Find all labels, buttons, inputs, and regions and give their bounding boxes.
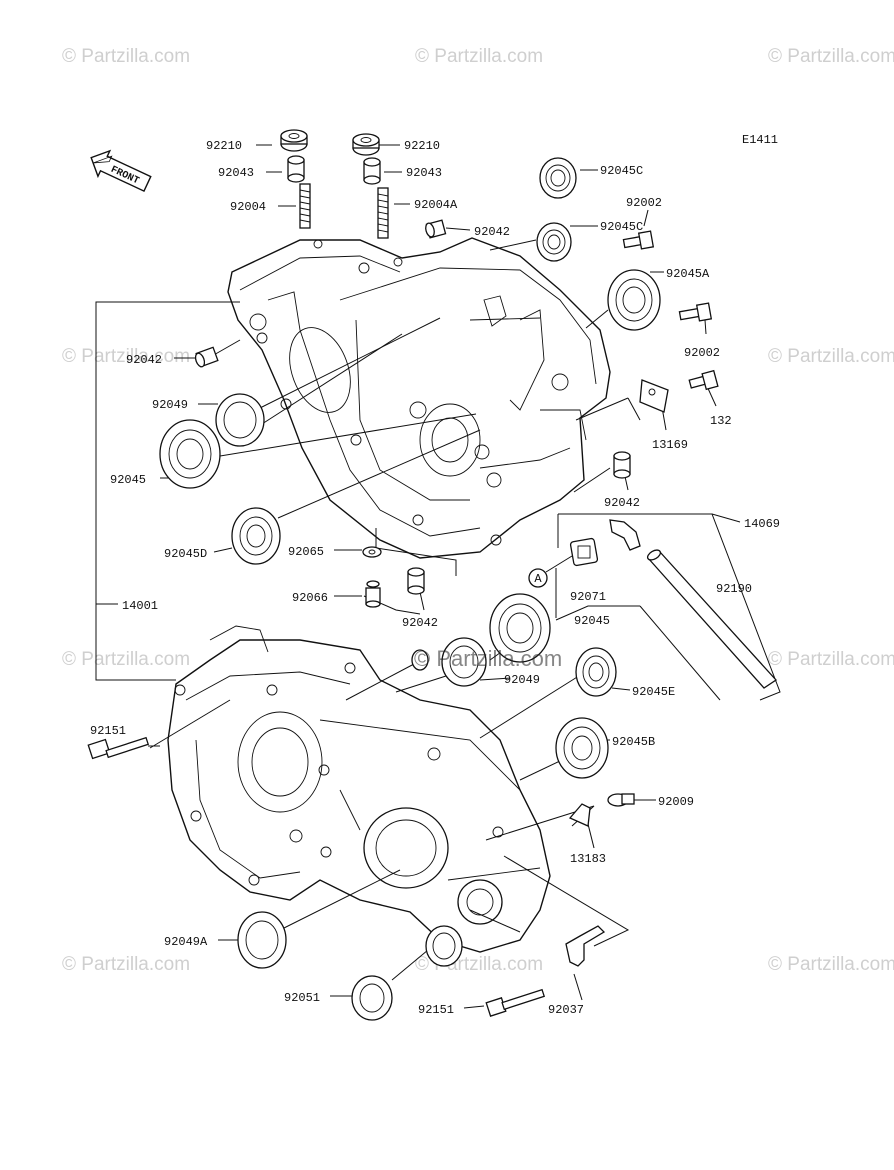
oil-seal-92049-mid <box>411 637 487 687</box>
dowel-92042-mid <box>407 567 425 595</box>
label-14069: 14069 <box>744 517 780 531</box>
label-92045-left: 92045 <box>110 473 146 487</box>
label-92045C-lower: 92045C <box>600 220 643 234</box>
watermark-4: © Partzilla.com <box>62 346 190 367</box>
label-13169: 13169 <box>652 438 688 452</box>
plug-92066 <box>365 580 381 608</box>
label-92071: 92071 <box>570 590 606 604</box>
label-92045B: 92045B <box>612 735 655 749</box>
watermark-11: © Partzilla.com <box>768 954 894 975</box>
upper-crankcase-half <box>227 237 611 559</box>
watermark-8: © Partzilla.com <box>768 649 894 670</box>
bearing-92045C-top <box>539 157 577 199</box>
label-92066: 92066 <box>292 591 328 605</box>
label-92049A: 92049A <box>164 935 208 949</box>
watermark-1: © Partzilla.com <box>62 46 190 67</box>
label-132: 132 <box>710 414 732 428</box>
hose-fitting-92071 <box>569 537 599 567</box>
group-brackets <box>95 301 781 701</box>
bolt-92151-bottom <box>485 988 546 1017</box>
washer-92065 <box>362 546 382 558</box>
label-92049-upper: 92049 <box>152 398 188 412</box>
oil-seal-92051 <box>351 925 463 1021</box>
label-92045D: 92045D <box>164 547 207 561</box>
watermark-3: © Partzilla.com <box>768 46 894 67</box>
label-92045-mid: 92045 <box>574 614 610 628</box>
bearing-92045E <box>575 647 617 697</box>
label-13183: 13183 <box>570 852 606 866</box>
label-92043-right: 92043 <box>406 166 442 180</box>
bolt-92002-upper <box>622 230 655 250</box>
bearing-92045D <box>231 507 281 565</box>
nut-92210-left <box>280 129 308 152</box>
watermarks: © Partzilla.com © Partzilla.com © Partzi… <box>62 46 894 975</box>
watermark-9: © Partzilla.com <box>62 954 190 975</box>
label-92042-top: 92042 <box>474 225 510 239</box>
watermark-7: © Partzilla.com <box>62 649 190 670</box>
label-92045E: 92045E <box>632 685 675 699</box>
stud-92004 <box>299 183 311 229</box>
center-watermark: © Partzilla.com <box>414 646 562 671</box>
elbow-fitting-14069 <box>609 519 641 551</box>
bearing-92045B <box>555 717 609 779</box>
label-92151-bottom: 92151 <box>418 1003 454 1017</box>
label-92042-mid: 92042 <box>402 616 438 630</box>
dowel-92042-top <box>425 219 447 239</box>
bearing-92045A <box>607 269 661 331</box>
bearing-92045-mid <box>489 593 551 663</box>
collar-92043-left <box>287 155 305 183</box>
label-92042-right: 92042 <box>604 496 640 510</box>
dowel-92042-right <box>613 451 631 479</box>
bearing-92045C-lower <box>536 222 572 262</box>
oil-seal-92049A <box>237 911 287 969</box>
lower-crankcase-half <box>167 625 551 953</box>
breather-hose-92190 <box>646 549 777 689</box>
nut-92210-right <box>352 133 380 156</box>
label-92051: 92051 <box>284 991 320 1005</box>
leader-lines <box>148 144 717 1009</box>
watermark-6: © Partzilla.com <box>768 346 894 367</box>
label-92004A: 92004A <box>414 198 458 212</box>
label-92002-upper: 92002 <box>626 196 662 210</box>
part-labels: 92210 92210 92043 92043 92004 92004A 920… <box>90 139 780 1017</box>
label-92042-left: 92042 <box>126 353 162 367</box>
label-14001: 14001 <box>122 599 158 613</box>
label-92009: 92009 <box>658 795 694 809</box>
label-92004: 92004 <box>230 200 266 214</box>
callout-a: A <box>528 555 573 588</box>
front-arrow-icon: FRONT <box>90 149 152 193</box>
bolt-92009 <box>607 793 635 807</box>
collar-92043-right <box>363 157 381 185</box>
oil-seal-92049-upper <box>215 393 265 447</box>
bolt-92002-lower <box>678 302 713 322</box>
bolt-132 <box>688 369 719 391</box>
label-92037: 92037 <box>548 1003 584 1017</box>
callout-a-label: A <box>534 572 542 586</box>
clamp-92037 <box>565 925 606 967</box>
plate-13169 <box>639 379 669 413</box>
stud-92004A <box>377 187 389 239</box>
label-92151-left: 92151 <box>90 724 126 738</box>
label-92049-mid: 92049 <box>504 673 540 687</box>
label-92045A: 92045A <box>666 267 710 281</box>
diagram-code: E1411 <box>742 133 778 147</box>
bolt-92151-left <box>87 736 150 760</box>
label-92190: 92190 <box>716 582 752 596</box>
label-92210-left: 92210 <box>206 139 242 153</box>
label-92045C-top: 92045C <box>600 164 643 178</box>
label-92065: 92065 <box>288 545 324 559</box>
plate-13183 <box>568 803 591 827</box>
label-92043-left: 92043 <box>218 166 254 180</box>
bearing-92045-left <box>159 419 221 489</box>
dowel-92042-left <box>194 346 219 368</box>
watermark-2: © Partzilla.com <box>415 46 543 67</box>
label-92002-lower: 92002 <box>684 346 720 360</box>
label-92210-right: 92210 <box>404 139 440 153</box>
